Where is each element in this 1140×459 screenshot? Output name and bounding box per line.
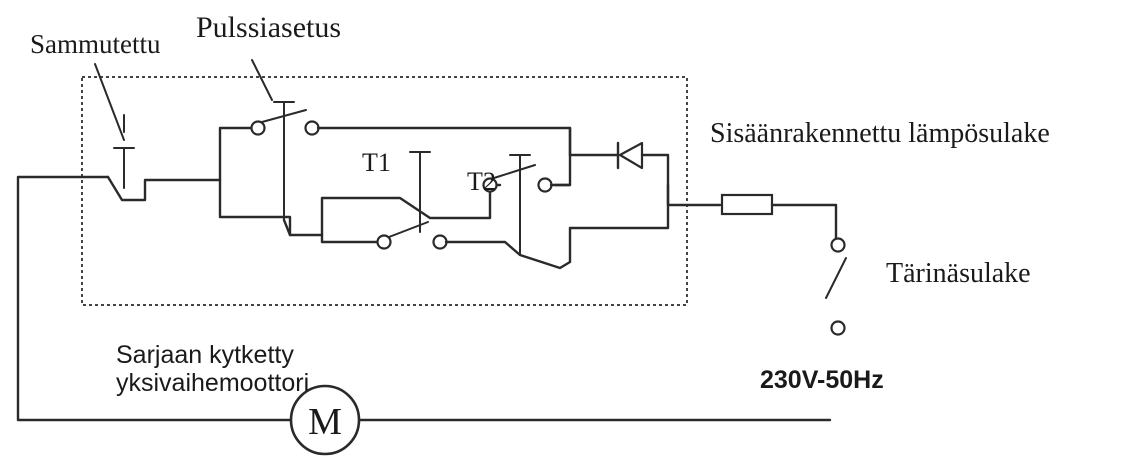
off-switch-leader: [94, 63, 125, 141]
supply-label: 230V-50Hz: [760, 366, 884, 394]
motor-symbol: M: [289, 384, 361, 456]
t1-switch-symbol: T1: [362, 148, 448, 250]
wire-t1-lower: [320, 233, 382, 244]
vibration-fuse-symbol: [825, 237, 847, 336]
wire-left-loop: [16, 175, 294, 422]
device-enclosure-outline: [81, 76, 688, 306]
vibration-fuse-label: Tärinäsulake: [886, 258, 1031, 289]
off-switch-label: Sammutettu: [30, 29, 161, 59]
pulse-setting-leader: [251, 59, 273, 101]
wire-lower-branch: [218, 178, 324, 237]
diode-symbol: [568, 141, 722, 207]
thermal-fuse-label: Sisäänrakennettu lämpösulake: [710, 118, 1050, 149]
t1-label: T1: [362, 148, 391, 177]
motor-letter: M: [308, 401, 342, 443]
off-switch-symbol: [106, 114, 222, 202]
thermal-fuse-symbol: [720, 193, 838, 242]
t2-switch-symbol: T2: [467, 154, 553, 256]
wire-top-rail: [316, 126, 572, 187]
t2-label: T2: [467, 167, 496, 196]
pulse-setting-switch-symbol: [250, 101, 320, 237]
motor-label-line2: yksivaihemoottori: [116, 369, 309, 397]
wire-to-pulse-switch: [218, 126, 254, 182]
pulse-setting-label: Pulssiasetus: [196, 11, 341, 44]
wire-t1-to-right: [444, 183, 670, 270]
motor-label-line1: Sarjaan kytketty: [116, 341, 294, 369]
